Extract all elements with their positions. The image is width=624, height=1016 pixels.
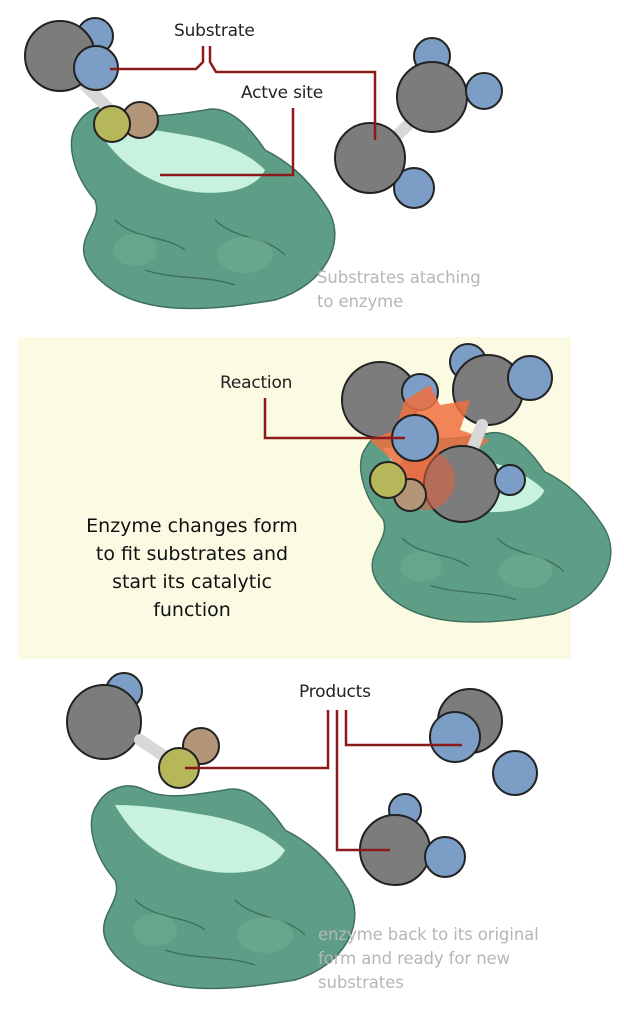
- panel-3-caption: enzyme back to its original form and rea…: [318, 923, 539, 995]
- active-site-pointer-line: [160, 108, 295, 177]
- reaction-complex-molecules: [341, 343, 553, 523]
- substrate-pointer-lines: [110, 46, 377, 140]
- panel-2-description-line-2: to fit substrates and: [95, 543, 289, 565]
- panel-2-description: Enzyme changes form to fit substrates an…: [67, 512, 317, 624]
- panel-2-description-line-3: start its catalytic: [112, 571, 272, 593]
- panel-1: [24, 17, 503, 310]
- panel-2: [18, 337, 612, 659]
- panel-3-caption-line-1: enzyme back to its original: [318, 925, 539, 944]
- panel-3-caption-line-3: substrates: [318, 973, 404, 992]
- substrate-b-molecule: [334, 37, 503, 209]
- panel-2-description-line-1: Enzyme changes form: [86, 515, 298, 537]
- active-site-label: Actve site: [241, 83, 323, 103]
- product-c-molecule: [359, 793, 466, 886]
- panel-3-caption-line-2: form and ready for new: [318, 949, 511, 968]
- enzyme-3: [90, 785, 356, 990]
- product-a-molecule: [66, 672, 220, 789]
- panel-1-caption-line-1: Substrates ataching: [317, 268, 481, 287]
- panel-3: [66, 672, 538, 990]
- substrate-label: Substrate: [174, 21, 255, 41]
- reaction-label: Reaction: [220, 373, 293, 393]
- panel-1-caption-line-2: to enzyme: [317, 292, 404, 311]
- reaction-pointer-line: [263, 398, 405, 440]
- product-b-molecule: [429, 688, 538, 796]
- products-label: Products: [299, 682, 371, 702]
- panel-1-caption: Substrates ataching to enzyme: [317, 266, 481, 314]
- panel-2-description-line-4: function: [153, 599, 231, 621]
- substrate-a-molecule: [24, 17, 159, 143]
- products-pointer-lines: [185, 710, 462, 852]
